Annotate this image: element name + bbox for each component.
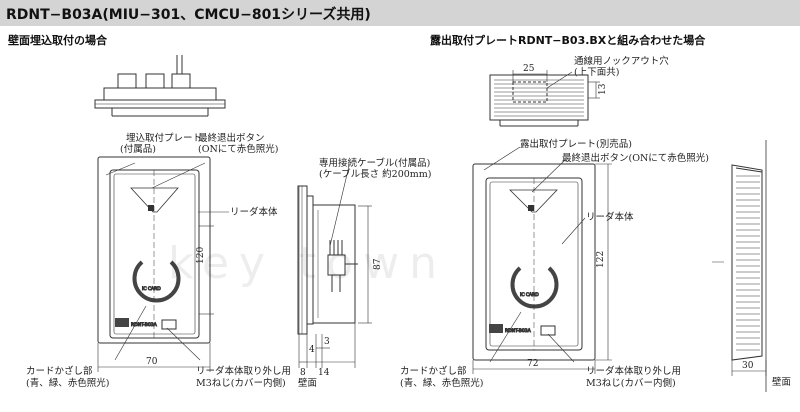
title-bar [0, 0, 800, 26]
right-model-label: RDNT-B03A [505, 328, 532, 334]
left-subtitle: 壁面埋込取付の場合 [8, 34, 107, 47]
right-front-dimensions [472, 163, 612, 374]
left-callout-screw: リーダ本体取り外し用 [196, 365, 291, 377]
left-front-view [97, 156, 211, 344]
right-side-view [712, 140, 767, 392]
left-side-view [297, 185, 358, 335]
left-callout-exit-button: 最終退出ボタン [198, 132, 265, 144]
right-callout-wall: 壁面 [772, 376, 791, 388]
left-dim-3: 3 [324, 337, 330, 347]
left-callout-card-area: カードかざし部 [26, 365, 93, 377]
right-callout-screw-note: M3ねじ(カバー内側) [586, 377, 676, 389]
exit-button-marker [528, 205, 534, 211]
right-dim-30: 30 [742, 361, 754, 371]
right-dim-13: 13 [598, 83, 608, 95]
right-dim-height: 122 [596, 251, 606, 268]
right-callout-knockout: 通線用ノックアウト穴 [574, 55, 669, 67]
left-top-view [94, 55, 226, 117]
left-callout-cable-note: (ケーブル長さ 約200mm) [319, 168, 432, 180]
right-leaders [483, 146, 586, 363]
right-callout-knockout-note: (上下面共) [574, 67, 619, 78]
right-callout-surface-plate: 露出取付プレート(別売品) [520, 138, 632, 150]
left-side-dimensions [298, 165, 372, 368]
right-front-view [472, 163, 596, 361]
right-side-dimensions [731, 360, 767, 376]
right-callout-card-area-note: (青、緑、赤色照光) [400, 377, 483, 389]
left-dim-4: 4 [309, 345, 315, 355]
left-card-mark: IC CARD [142, 286, 161, 292]
left-callout-exit-button-note: (ONにて赤色照光) [198, 143, 279, 155]
right-callout-card-area: カードかざし部 [400, 365, 467, 377]
right-card-mark: IC CARD [520, 292, 539, 298]
left-model-label: RDNT-B03A [131, 322, 158, 328]
right-callout-reader-body: リーダ本体 [586, 211, 634, 223]
right-callout-screw: リーダ本体取り外し用 [586, 365, 681, 377]
left-callout-cable: 専用接続ケーブル(付属品) [319, 157, 430, 169]
left-callout-reader-body: リーダ本体 [230, 206, 278, 218]
left-leaders [105, 162, 229, 361]
left-callout-wall: 壁面 [298, 377, 317, 389]
exit-button-marker [148, 205, 154, 211]
brand-logo-icon [115, 318, 129, 327]
left-callout-embed-plate: 埋込取付プレート [126, 133, 202, 144]
right-subtitle: 露出取付プレートRDNT−B03.BXと組み合わせた場合 [430, 34, 706, 47]
left-callout-embed-plate-note: (付属品) [120, 144, 156, 155]
left-dim-height: 120 [196, 247, 206, 264]
left-front-dimensions [97, 225, 214, 372]
right-dim-25: 25 [523, 64, 535, 74]
left-dim-width: 70 [146, 357, 158, 367]
right-dim-width: 72 [527, 359, 538, 369]
left-dim-depth-87: 87 [373, 258, 383, 270]
right-top-dimensions [512, 70, 600, 99]
page-title: RDNT−B03A(MIU−301、CMCU−801シリーズ共用) [6, 7, 371, 23]
brand-logo-icon [489, 324, 503, 333]
left-callout-screw-note: M3ねじ(カバー内側) [196, 377, 286, 389]
right-top-view [489, 74, 589, 127]
left-dim-8: 8 [300, 368, 306, 378]
watermark: key town [168, 238, 447, 289]
right-callout-exit-button: 最終退出ボタン(ONにて赤色照光) [562, 152, 709, 164]
left-dim-14: 14 [318, 368, 330, 378]
left-callout-card-area-note: (青、緑、赤色照光) [26, 377, 109, 389]
